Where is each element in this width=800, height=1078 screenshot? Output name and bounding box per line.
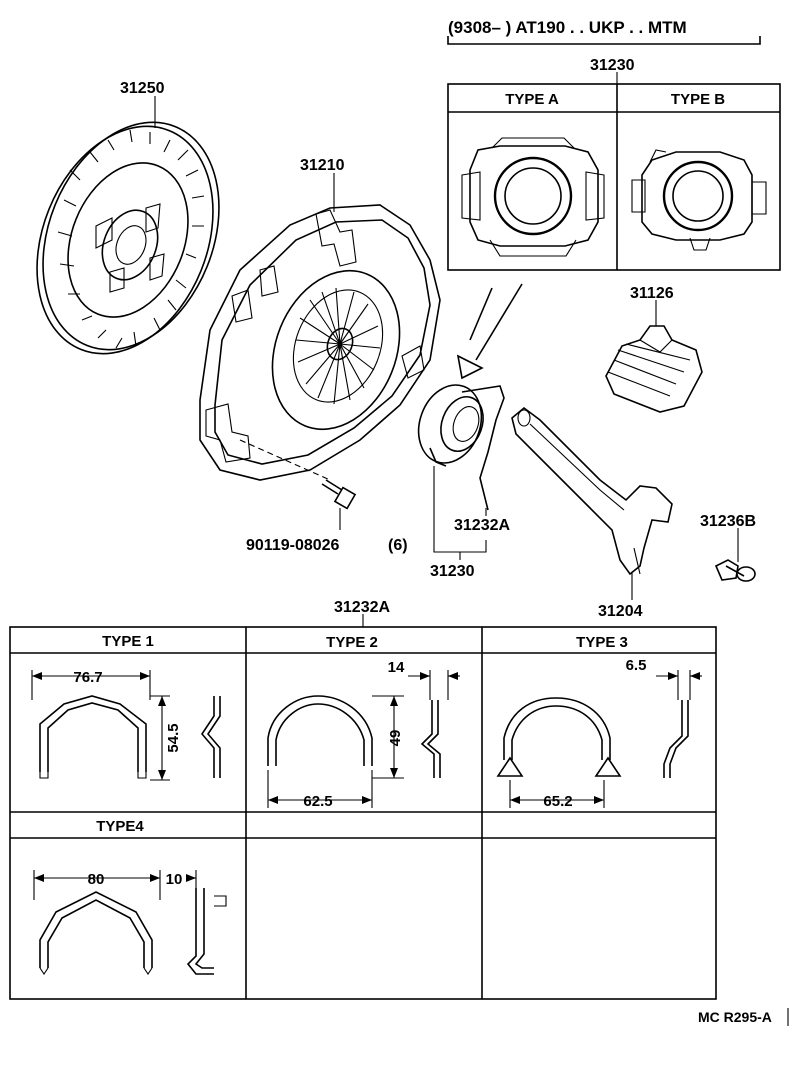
clip-type-2-width-dim: 62.5	[303, 793, 332, 810]
clip-type-4-dimensions	[33, 870, 197, 900]
callout-bolt-qty: (6)	[388, 537, 408, 554]
arrow-type-b	[475, 283, 523, 361]
clip-type-2-thickness-dim: 14	[388, 659, 405, 676]
clip-type-2-dimensions	[267, 670, 460, 808]
leader-bearing-assy-bottom	[433, 466, 487, 553]
clip-type-1-height-dim: 54.5	[165, 723, 182, 752]
callout-bearing-assy-top: 31230	[590, 57, 635, 74]
clip-type-4-width-dim: 80	[88, 871, 105, 888]
release-fork-drawing	[511, 406, 673, 576]
callout-fork-bolt: 31236B	[700, 513, 756, 530]
clutch-cover-drawing	[199, 204, 441, 481]
clip-type-3-thickness-dim: 6.5	[626, 657, 647, 674]
callout-release-fork: 31204	[598, 603, 643, 620]
callout-bearing-assy-bottom: 31230	[430, 563, 475, 580]
arrow-head	[456, 354, 484, 380]
clip-type-1-header: TYPE 1	[102, 633, 154, 650]
clutch-cover-bolt-drawing	[321, 479, 357, 510]
type-a-label: TYPE A	[505, 91, 559, 108]
clip-type-3-width-dim: 65.2	[543, 793, 572, 810]
applicability-note: (9308– ) AT190 . . UKP . . MTM	[448, 18, 687, 37]
clutch-disc-drawing	[36, 121, 220, 355]
callout-clutch-cover: 31210	[300, 157, 345, 174]
clip-type-2-drawing	[267, 695, 441, 778]
clip-type-3-dimensions	[509, 670, 702, 808]
type-b-label: TYPE B	[671, 91, 725, 108]
clip-type-3-drawing	[496, 697, 689, 778]
clip-type-1-width-dim: 76.7	[73, 669, 102, 686]
clip-type-4-thickness-dim: 10	[166, 871, 183, 888]
callout-clip-table: 31232A	[334, 599, 390, 616]
clip-type-4-drawing	[39, 888, 227, 975]
clip-type-1-drawing	[39, 695, 221, 779]
release-bearing-drawing	[417, 384, 505, 511]
clip-type-2-header: TYPE 2	[326, 634, 378, 651]
fork-bolt-drawing	[714, 559, 756, 582]
clip-type-3-header: TYPE 3	[576, 634, 628, 651]
clip-type-table	[9, 626, 717, 1000]
bearing-type-box	[447, 83, 781, 271]
callout-clutch-disc: 31250	[120, 80, 165, 97]
arrow-type-a	[469, 287, 493, 341]
callout-bolt: 90119-08026	[246, 537, 340, 554]
release-bearing-type-b-drawing	[631, 149, 767, 251]
callout-bearing-clip: 31232A	[454, 517, 510, 534]
clip-type-2-height-dim: 49	[387, 730, 404, 747]
diagram-code: MC R295-A	[698, 1009, 772, 1025]
clip-type-1-dimensions	[31, 670, 170, 781]
callout-boot: 31126	[630, 285, 674, 302]
clip-type-4-header: TYPE4	[96, 818, 144, 835]
fork-boot-drawing	[605, 325, 703, 413]
applicability-bracket	[447, 36, 761, 45]
release-bearing-type-a-drawing	[461, 137, 605, 257]
